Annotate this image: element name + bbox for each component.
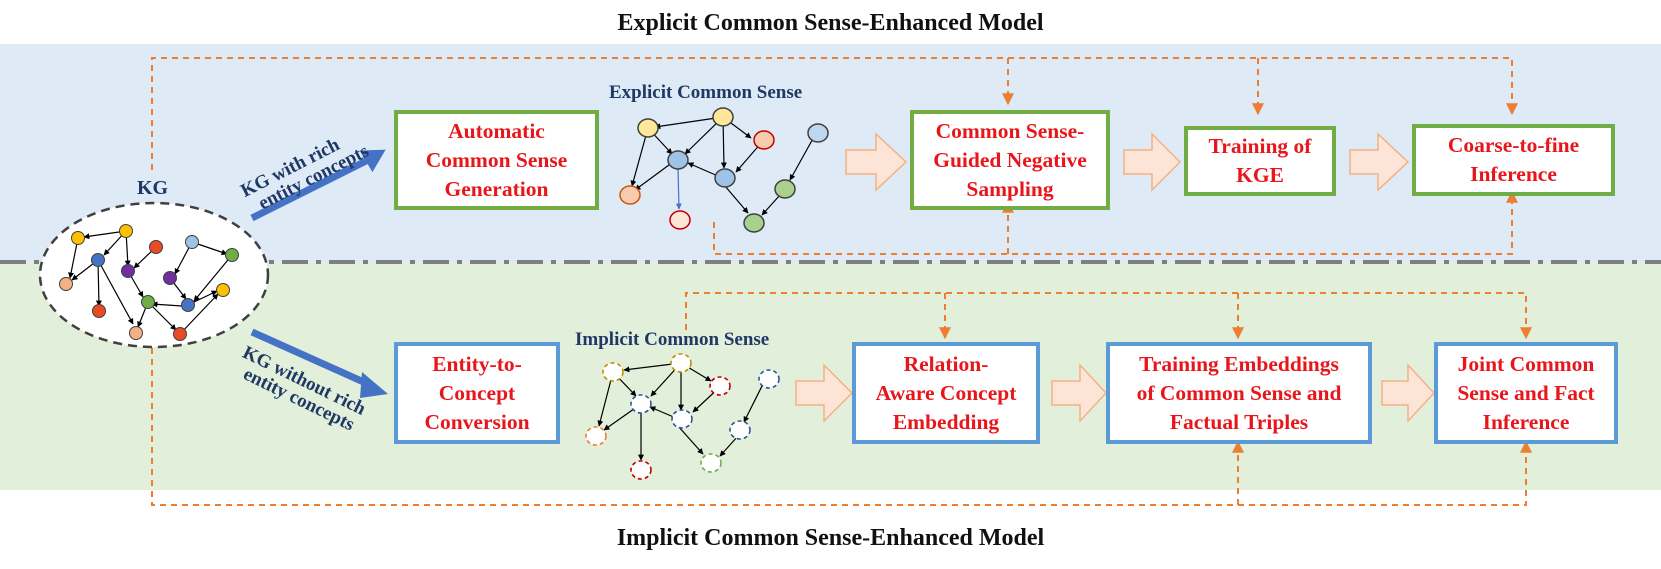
implicit-model-title: Implicit Common Sense-Enhanced Model — [616, 525, 1045, 551]
step-training-embeddings: Training Embeddings of Common Sense and … — [1106, 342, 1372, 444]
step-entity-to-concept-conversion: Entity-to- Concept Conversion — [394, 342, 560, 444]
explicit-common-sense-label: Explicit Common Sense — [609, 82, 803, 103]
explicit-model-title: Explicit Common Sense-Enhanced Model — [617, 10, 1044, 36]
step-joint-common-sense-and-fact-inference: Joint Common Sense and Fact Inference — [1434, 342, 1618, 444]
explicit-cs-nodes — [619, 107, 829, 233]
step-coarse-to-fine-inference: Coarse-to-fine Inference — [1412, 124, 1615, 196]
flow-arrow-4 — [795, 363, 854, 423]
implicit-common-sense-label: Implicit Common Sense — [575, 329, 770, 350]
step-automatic-common-sense-generation: Automatic Common Sense Generation — [394, 110, 599, 210]
kg-ellipse — [38, 201, 270, 349]
kg-to-implicit-arrowhead — [360, 372, 388, 398]
explicit-dashed-links — [151, 57, 1518, 255]
kg-label: KG — [137, 177, 169, 199]
step-common-sense-guided-negative-sampling: Common Sense- Guided Negative Sampling — [910, 110, 1110, 210]
flow-arrow-2 — [1123, 132, 1182, 192]
kg-to-implicit-arrow — [250, 328, 370, 388]
implicit-dashed-links — [151, 292, 1532, 506]
flow-arrow-6 — [1381, 363, 1436, 423]
flow-arrow-5 — [1051, 363, 1108, 423]
flow-arrows — [795, 132, 1436, 423]
explicit-cs-blue-edge — [675, 168, 682, 210]
step-relation-aware-concept-embedding: Relation- Aware Concept Embedding — [852, 342, 1040, 444]
kg-to-explicit-arrowhead — [359, 149, 386, 173]
kg-to-explicit-arrow — [250, 156, 370, 222]
step-training-of-kge: Training of KGE — [1184, 126, 1336, 196]
kg-graph-nodes — [59, 224, 239, 341]
flow-arrow-1 — [845, 132, 908, 192]
flow-arrow-3 — [1349, 132, 1410, 192]
implicit-cs-nodes — [585, 353, 780, 480]
